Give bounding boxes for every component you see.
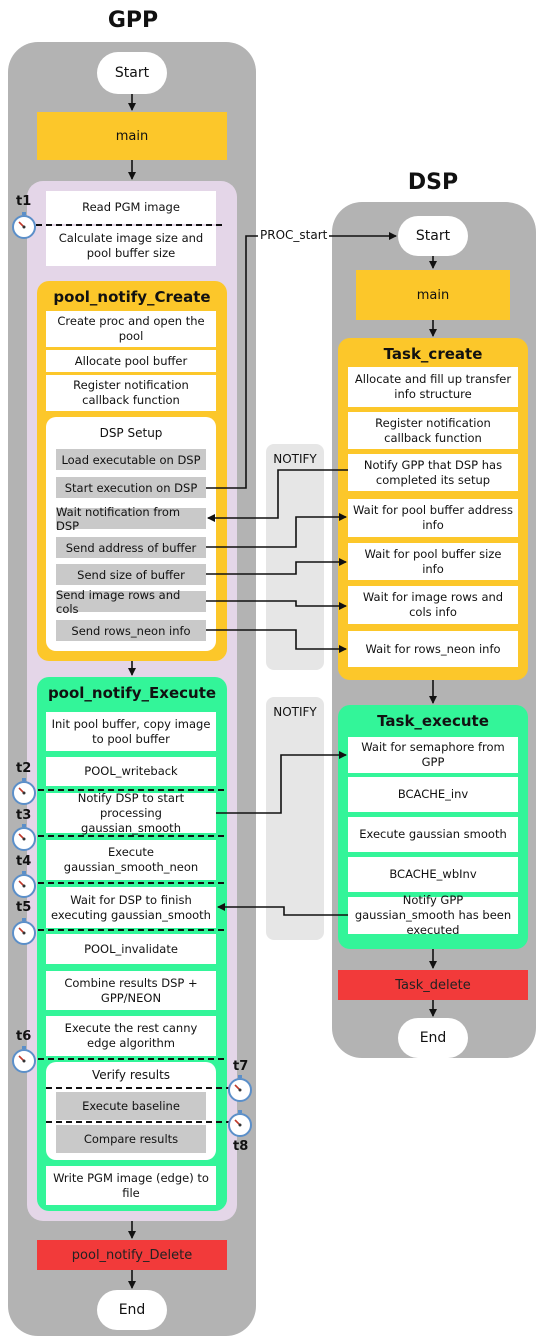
stopwatch-icon-t8	[228, 1110, 252, 1137]
gpp-start-node: Start	[97, 52, 167, 94]
bcache-inv-step: BCACHE_inv	[348, 777, 518, 812]
gpp-main-block: main	[37, 112, 227, 160]
register-callback-step: Register notification callback function	[46, 375, 216, 411]
start-execution-step: Start execution on DSP	[56, 477, 206, 498]
gpp-title: GPP	[107, 8, 159, 33]
allocate-transfer-step: Allocate and fill up transfer info struc…	[348, 367, 518, 407]
stopwatch-icon-t2	[12, 778, 36, 805]
timer-label-t7: t7	[233, 1059, 249, 1074]
wait-dsp-finish-step: Wait for DSP to finish executing gaussia…	[46, 887, 216, 928]
create-proc-step: Create proc and open the pool	[46, 311, 216, 347]
stopwatch-icon-t6	[12, 1046, 36, 1073]
task-create-title: Task_create	[383, 345, 483, 363]
timer-label-t1: t1	[16, 194, 32, 209]
pool-invalidate-step: POOL_invalidate	[46, 934, 216, 964]
send-rows-neon-step: Send rows_neon info	[56, 620, 206, 641]
allocate-pool-step: Allocate pool buffer	[46, 350, 216, 372]
notify-dsp-start-step: Notify DSP to start processing gaussian_…	[46, 791, 216, 835]
calc-size-step: Calculate image size and pool buffer siz…	[46, 226, 216, 266]
pool-writeback-step: POOL_writeback	[46, 757, 216, 786]
timer-label-t8: t8	[233, 1139, 249, 1154]
verify-results-title: Verify results	[91, 1068, 171, 1082]
wait-address-step: Wait for pool buffer address info	[348, 499, 518, 537]
send-rows-cols-step: Send image rows and cols	[56, 588, 206, 616]
pool-notify-create-title: pool_notify_Create	[53, 288, 211, 306]
task-delete-block: Task_delete	[338, 970, 528, 1000]
pool-notify-delete-block: pool_notify_Delete	[37, 1240, 227, 1270]
load-executable-step: Load executable on DSP	[56, 449, 206, 470]
task-execute-title: Task_execute	[377, 712, 489, 730]
wait-semaphore-step: Wait for semaphore from GPP	[348, 737, 518, 773]
execute-gaussian-step: Execute gaussian smooth	[348, 817, 518, 852]
send-address-step: Send address of buffer	[56, 537, 206, 558]
dsp-register-callback-step: Register notification callback function	[348, 412, 518, 449]
read-pgm-step: Read PGM image	[46, 191, 216, 224]
gpp-end-node: End	[97, 1290, 167, 1330]
timer-label-t6: t6	[16, 1029, 32, 1044]
execute-baseline-step: Execute baseline	[56, 1092, 206, 1120]
dsp-title: DSP	[407, 170, 459, 195]
timer-label-t4: t4	[16, 854, 32, 869]
dsp-main-block: main	[356, 270, 510, 320]
combine-results-step: Combine results DSP + GPP/NEON	[46, 971, 216, 1010]
wait-rows-cols-step: Wait for image rows and cols info	[348, 586, 518, 624]
write-pgm-step: Write PGM image (edge) to file	[46, 1166, 216, 1205]
timer-label-t5: t5	[16, 900, 32, 915]
stopwatch-icon-t3	[12, 824, 36, 851]
stopwatch-icon-t7	[228, 1075, 252, 1102]
stopwatch-icon-t5	[12, 918, 36, 945]
timer-label-t2: t2	[16, 761, 32, 776]
dsp-end-node: End	[398, 1018, 468, 1058]
proc-start-label: PROC_start	[258, 228, 330, 242]
pool-notify-execute-title: pool_notify_Execute	[47, 684, 217, 702]
init-pool-step: Init pool buffer, copy image to pool buf…	[46, 712, 216, 751]
timer-label-t3: t3	[16, 808, 32, 823]
dsp-start-node: Start	[398, 216, 468, 256]
send-size-step: Send size of buffer	[56, 564, 206, 585]
stopwatch-icon-t1	[12, 212, 36, 239]
notify-band-1: NOTIFY	[266, 444, 324, 670]
wait-notification-step: Wait notification from DSP	[56, 505, 206, 533]
stopwatch-icon-t4	[12, 871, 36, 898]
notify-gpp-setup-step: Notify GPP that DSP has completed its se…	[348, 454, 518, 491]
wait-rows-neon-step: Wait for rows_neon info	[348, 631, 518, 667]
canny-edge-step: Execute the rest canny edge algorithm	[46, 1016, 216, 1056]
dsp-setup-title: DSP Setup	[99, 426, 163, 440]
wait-size-step: Wait for pool buffer size info	[348, 543, 518, 580]
execute-neon-step: Execute gaussian_smooth_neon	[46, 840, 216, 880]
compare-results-step: Compare results	[56, 1125, 206, 1153]
notify-band-2: NOTIFY	[266, 697, 324, 940]
notify-gpp-done-step: Notify GPP gaussian_smooth has been exec…	[348, 893, 518, 937]
bcache-wbinv-step: BCACHE_wbInv	[348, 857, 518, 892]
